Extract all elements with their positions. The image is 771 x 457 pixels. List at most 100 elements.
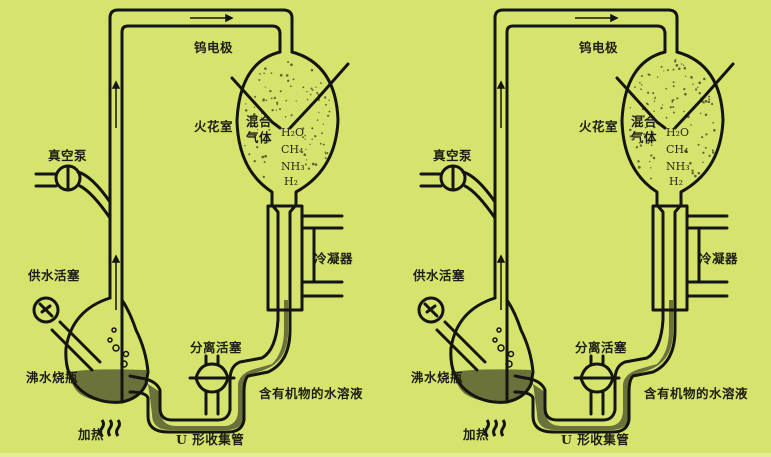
stipple-dot (248, 153, 251, 156)
label-boiling-flask: 沸水烧瓶 (411, 370, 464, 385)
stipple-dot (307, 167, 311, 170)
apparatus-drawing (417, 8, 735, 437)
label-heating: 加热 (78, 427, 105, 442)
stipple-dot (669, 106, 672, 109)
stipple-dot (269, 89, 272, 93)
stipple-dot (325, 152, 327, 155)
label-water-supply-stopcock: 供水活塞 (413, 268, 466, 283)
stipple-dot (704, 113, 708, 117)
stipple-dot (306, 91, 308, 93)
stipple-dot (304, 163, 307, 166)
stipple-dot (247, 123, 250, 127)
stipple-dot (253, 106, 256, 108)
stipple-dot (640, 88, 643, 91)
stipple-dot (683, 87, 686, 91)
electrode-left (615, 76, 667, 130)
stipple-dot (263, 72, 265, 74)
stipple-dot (317, 93, 320, 96)
stipple-dot (650, 167, 652, 169)
stipple-dot (663, 70, 665, 72)
stipple-dot (631, 138, 634, 141)
stipple-dot (684, 92, 687, 96)
label-spark-chamber: 火花室 (194, 119, 234, 134)
stipple-dot (258, 79, 261, 81)
stipple-dot (305, 148, 307, 151)
stipple-dot (290, 63, 293, 67)
stipple-dot (665, 87, 668, 90)
condenser-jacket (266, 204, 304, 312)
stipple-dot (713, 128, 716, 132)
stipple-dot (311, 127, 314, 130)
stipple-dot (647, 104, 649, 106)
stipple-dot (712, 149, 714, 152)
diagram-panel-right: 钨电极 火花室 混合气体 H₂O CH₄ NH₃ H₂ 真空泵 冷凝器 供水活塞… (385, 0, 771, 457)
stipple-dot (328, 99, 330, 102)
outer-tube-wall (108, 8, 294, 232)
stipple-dot (245, 103, 247, 105)
stipple-dot (315, 86, 317, 88)
stipple-dot (260, 117, 263, 119)
condenser-jacket (651, 204, 689, 312)
stipple-dot (256, 146, 259, 149)
stipple-dot (264, 86, 266, 88)
label-organic-solution: 含有机物的水溶液 (644, 386, 749, 401)
stipple-dot (702, 101, 705, 104)
label-tungsten-electrode: 钨电极 (194, 40, 234, 55)
stipple-dot (635, 146, 639, 149)
stipple-dot (653, 110, 655, 112)
stipple-dot (650, 144, 653, 146)
stipple-dot (314, 163, 318, 166)
stipple-dot (683, 110, 685, 113)
stipple-dot (273, 96, 276, 100)
stipple-dot (279, 108, 281, 111)
stipple-dot (654, 98, 656, 100)
stipple-dot (653, 100, 656, 103)
stipple-dot (314, 98, 318, 102)
stipple-dot (637, 165, 641, 169)
stipple-dot (306, 159, 308, 161)
label-boiling-flask: 沸水烧瓶 (26, 370, 79, 385)
label-vacuum-pump: 真空泵 (433, 148, 473, 163)
stipple-dot (708, 95, 711, 98)
stipple-dot (254, 95, 256, 98)
stipple-dot (257, 129, 259, 131)
stipple-dot (640, 74, 643, 78)
stipple-dot (652, 92, 655, 95)
stipple-dot (309, 93, 312, 96)
stipple-dot (650, 177, 652, 180)
gas-formula-h2o: H₂O (666, 126, 690, 139)
stipple-dot (707, 100, 711, 104)
stipple-dot (317, 98, 321, 101)
stipple-dot (665, 116, 668, 119)
bottom-band (0, 453, 771, 457)
stipple-dot (311, 162, 315, 166)
inner-tube-wall (505, 24, 667, 402)
stipple-dot (262, 175, 265, 179)
heat-arrows-icon (484, 419, 506, 437)
stipple-dot (676, 97, 679, 100)
label-vacuum-pump: 真空泵 (48, 148, 88, 163)
stipple-dot (680, 63, 683, 65)
stipple-dot (251, 116, 254, 119)
label-mixed-gas: 混合气体 (246, 114, 273, 145)
gas-formula-h2o: H₂O (281, 126, 305, 139)
stipple-dot (629, 106, 631, 109)
water-stopcock-body (417, 296, 445, 324)
stipple-dot (263, 141, 267, 145)
stipple-dot (700, 136, 704, 139)
stipple-dot (660, 65, 663, 68)
stipple-dot (629, 135, 632, 138)
water-stopcock-body (32, 296, 60, 324)
stipple-dot (253, 134, 257, 137)
stipple-dot (698, 81, 702, 85)
stipple-dot (322, 143, 325, 146)
stipple-dot (324, 157, 327, 160)
gas-formula-h2: H₂ (284, 175, 299, 188)
stipple-dot (304, 134, 306, 137)
stipple-dot (711, 151, 715, 154)
stipple-dot (253, 160, 256, 163)
stipple-dot (699, 98, 702, 101)
stipple-dot (287, 61, 290, 64)
stipple-dot (697, 143, 700, 146)
inner-tube-wall (120, 24, 282, 402)
